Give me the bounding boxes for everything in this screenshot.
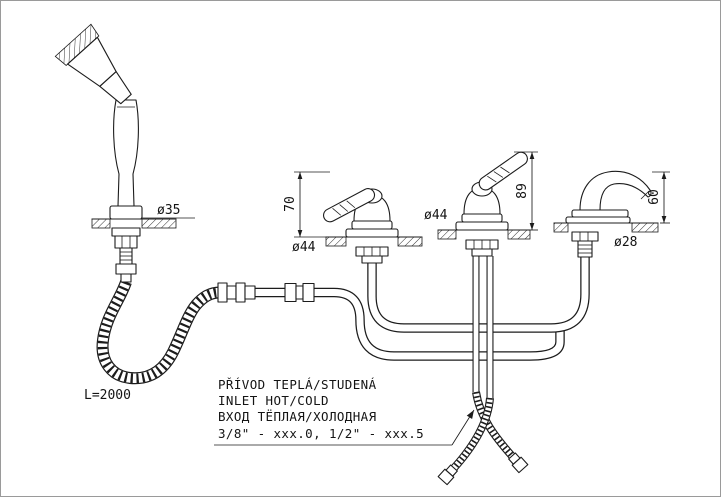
- mounting-deck-right-valve: [437, 229, 531, 240]
- mounting-deck-left-valve: [325, 236, 423, 247]
- spout: [565, 170, 652, 258]
- hand-shower: [54, 23, 143, 283]
- left-valve-lever: [323, 188, 376, 223]
- note-line-english: INLET HOT/COLD: [218, 393, 329, 408]
- dim-left-valve-height: 70: [283, 196, 298, 212]
- dim-spout-diameter: ø28: [614, 235, 637, 250]
- supply-pipes: [472, 256, 494, 398]
- label-hose-length: L=2000: [84, 388, 131, 403]
- dimensions: 70 ø44 89 ø44 60 ø28 ø35 L=2000: [84, 151, 670, 403]
- mounting-deck-spout: [553, 222, 659, 233]
- flexible-connection-hoses: [437, 391, 529, 486]
- note-line-thread-sizes: 3/8" - xxx.0, 1/2" - xxx.5: [218, 426, 424, 441]
- mounting-deck-shower: [91, 218, 177, 229]
- hose-end-fitting: [437, 464, 458, 486]
- dim-right-valve-diameter: ø44: [424, 208, 448, 223]
- right-valve: [455, 151, 528, 257]
- right-valve-lever: [478, 151, 528, 191]
- hose-couplings: [217, 282, 315, 303]
- note-line-czech: PŘÍVOD TEPLÁ/STUDENÁ: [218, 377, 377, 392]
- dim-right-valve-height: 89: [515, 183, 530, 199]
- dim-spout-height: 60: [647, 189, 662, 205]
- shower-spiral-hose: [96, 279, 221, 385]
- shower-holder: [109, 205, 143, 283]
- pipe-lower-run: [255, 287, 565, 361]
- inlet-notes: PŘÍVOD TEPLÁ/STUDENÁ INLET HOT/COLD ВХОД…: [214, 377, 475, 446]
- left-valve: [323, 188, 399, 264]
- dim-shower-holder-diameter: ø35: [157, 203, 180, 218]
- note-line-russian: ВХОД ТЁПЛАЯ/ХОЛОДНАЯ: [218, 409, 377, 424]
- note-leader-arrow: [451, 409, 475, 446]
- dim-left-valve-diameter: ø44: [292, 240, 316, 255]
- shower-head-face: [54, 23, 100, 66]
- hose-end-fitting: [508, 452, 529, 474]
